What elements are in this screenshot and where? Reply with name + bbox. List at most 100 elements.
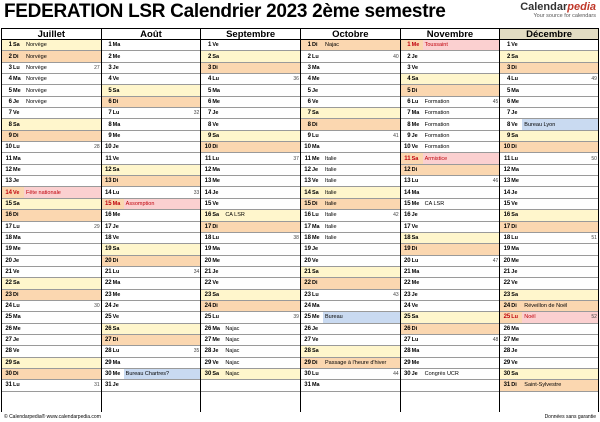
day-cell[interactable]	[400, 380, 500, 392]
